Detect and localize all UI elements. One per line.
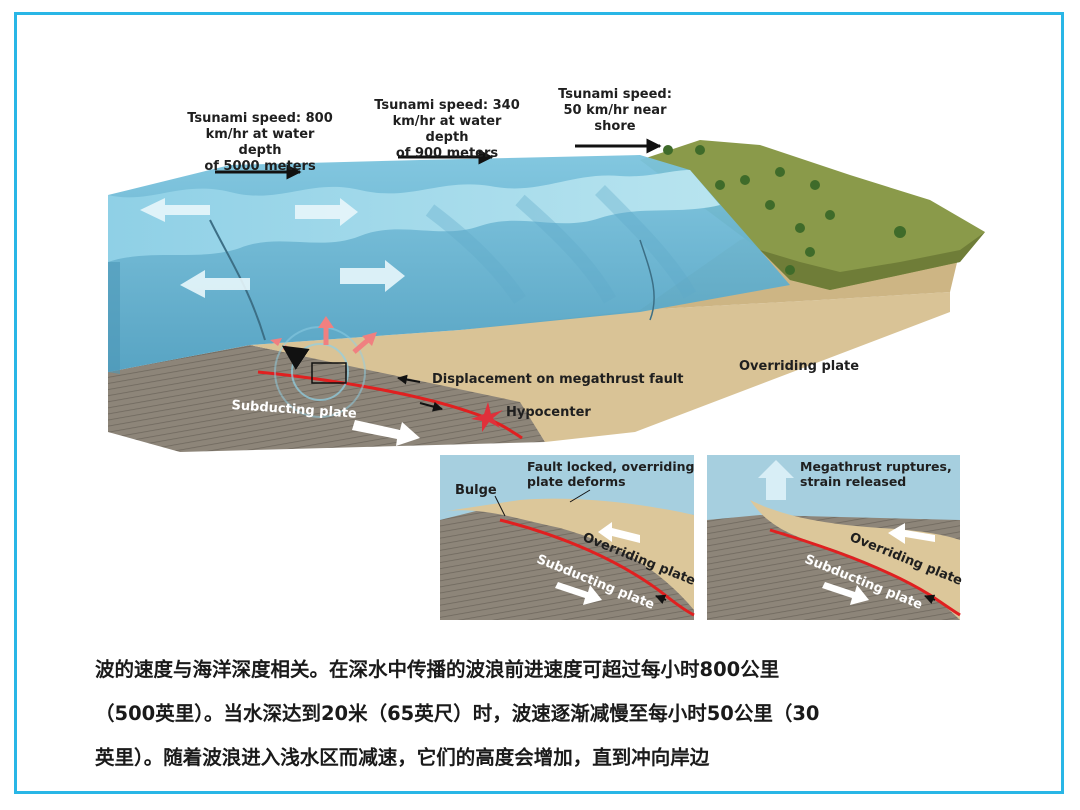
- speed-mid-label: Tsunami speed: 340 km/hr at water depth …: [372, 98, 522, 162]
- caption-line-2: （500英里）。当水深达到20米（65英尺）时，波速逐渐减慢至每小时50公里（3…: [95, 692, 995, 736]
- ruptures-label: Megathrust ruptures, strain released: [800, 459, 952, 489]
- overriding-plate-label: Overriding plate: [739, 359, 859, 375]
- caption-line-1: 波的速度与海洋深度相关。在深水中传播的波浪前进速度可超过每小时800公里: [95, 648, 995, 692]
- caption-line-3: 英里）。随着波浪进入浅水区而减速，它们的高度会增加，直到冲向岸边: [95, 736, 995, 780]
- caption-text: 波的速度与海洋深度相关。在深水中传播的波浪前进速度可超过每小时800公里 （50…: [95, 648, 995, 780]
- displacement-label: Displacement on megathrust fault: [432, 372, 684, 388]
- bulge-label: Bulge: [455, 483, 497, 499]
- speed-deep-label: Tsunami speed: 800 km/hr at water depth …: [185, 111, 335, 175]
- hypocenter-label: Hypocenter: [506, 405, 591, 421]
- speed-shore-label: Tsunami speed: 50 km/hr near shore: [555, 87, 675, 135]
- fault-locked-label: Fault locked, overriding plate deforms: [527, 459, 694, 489]
